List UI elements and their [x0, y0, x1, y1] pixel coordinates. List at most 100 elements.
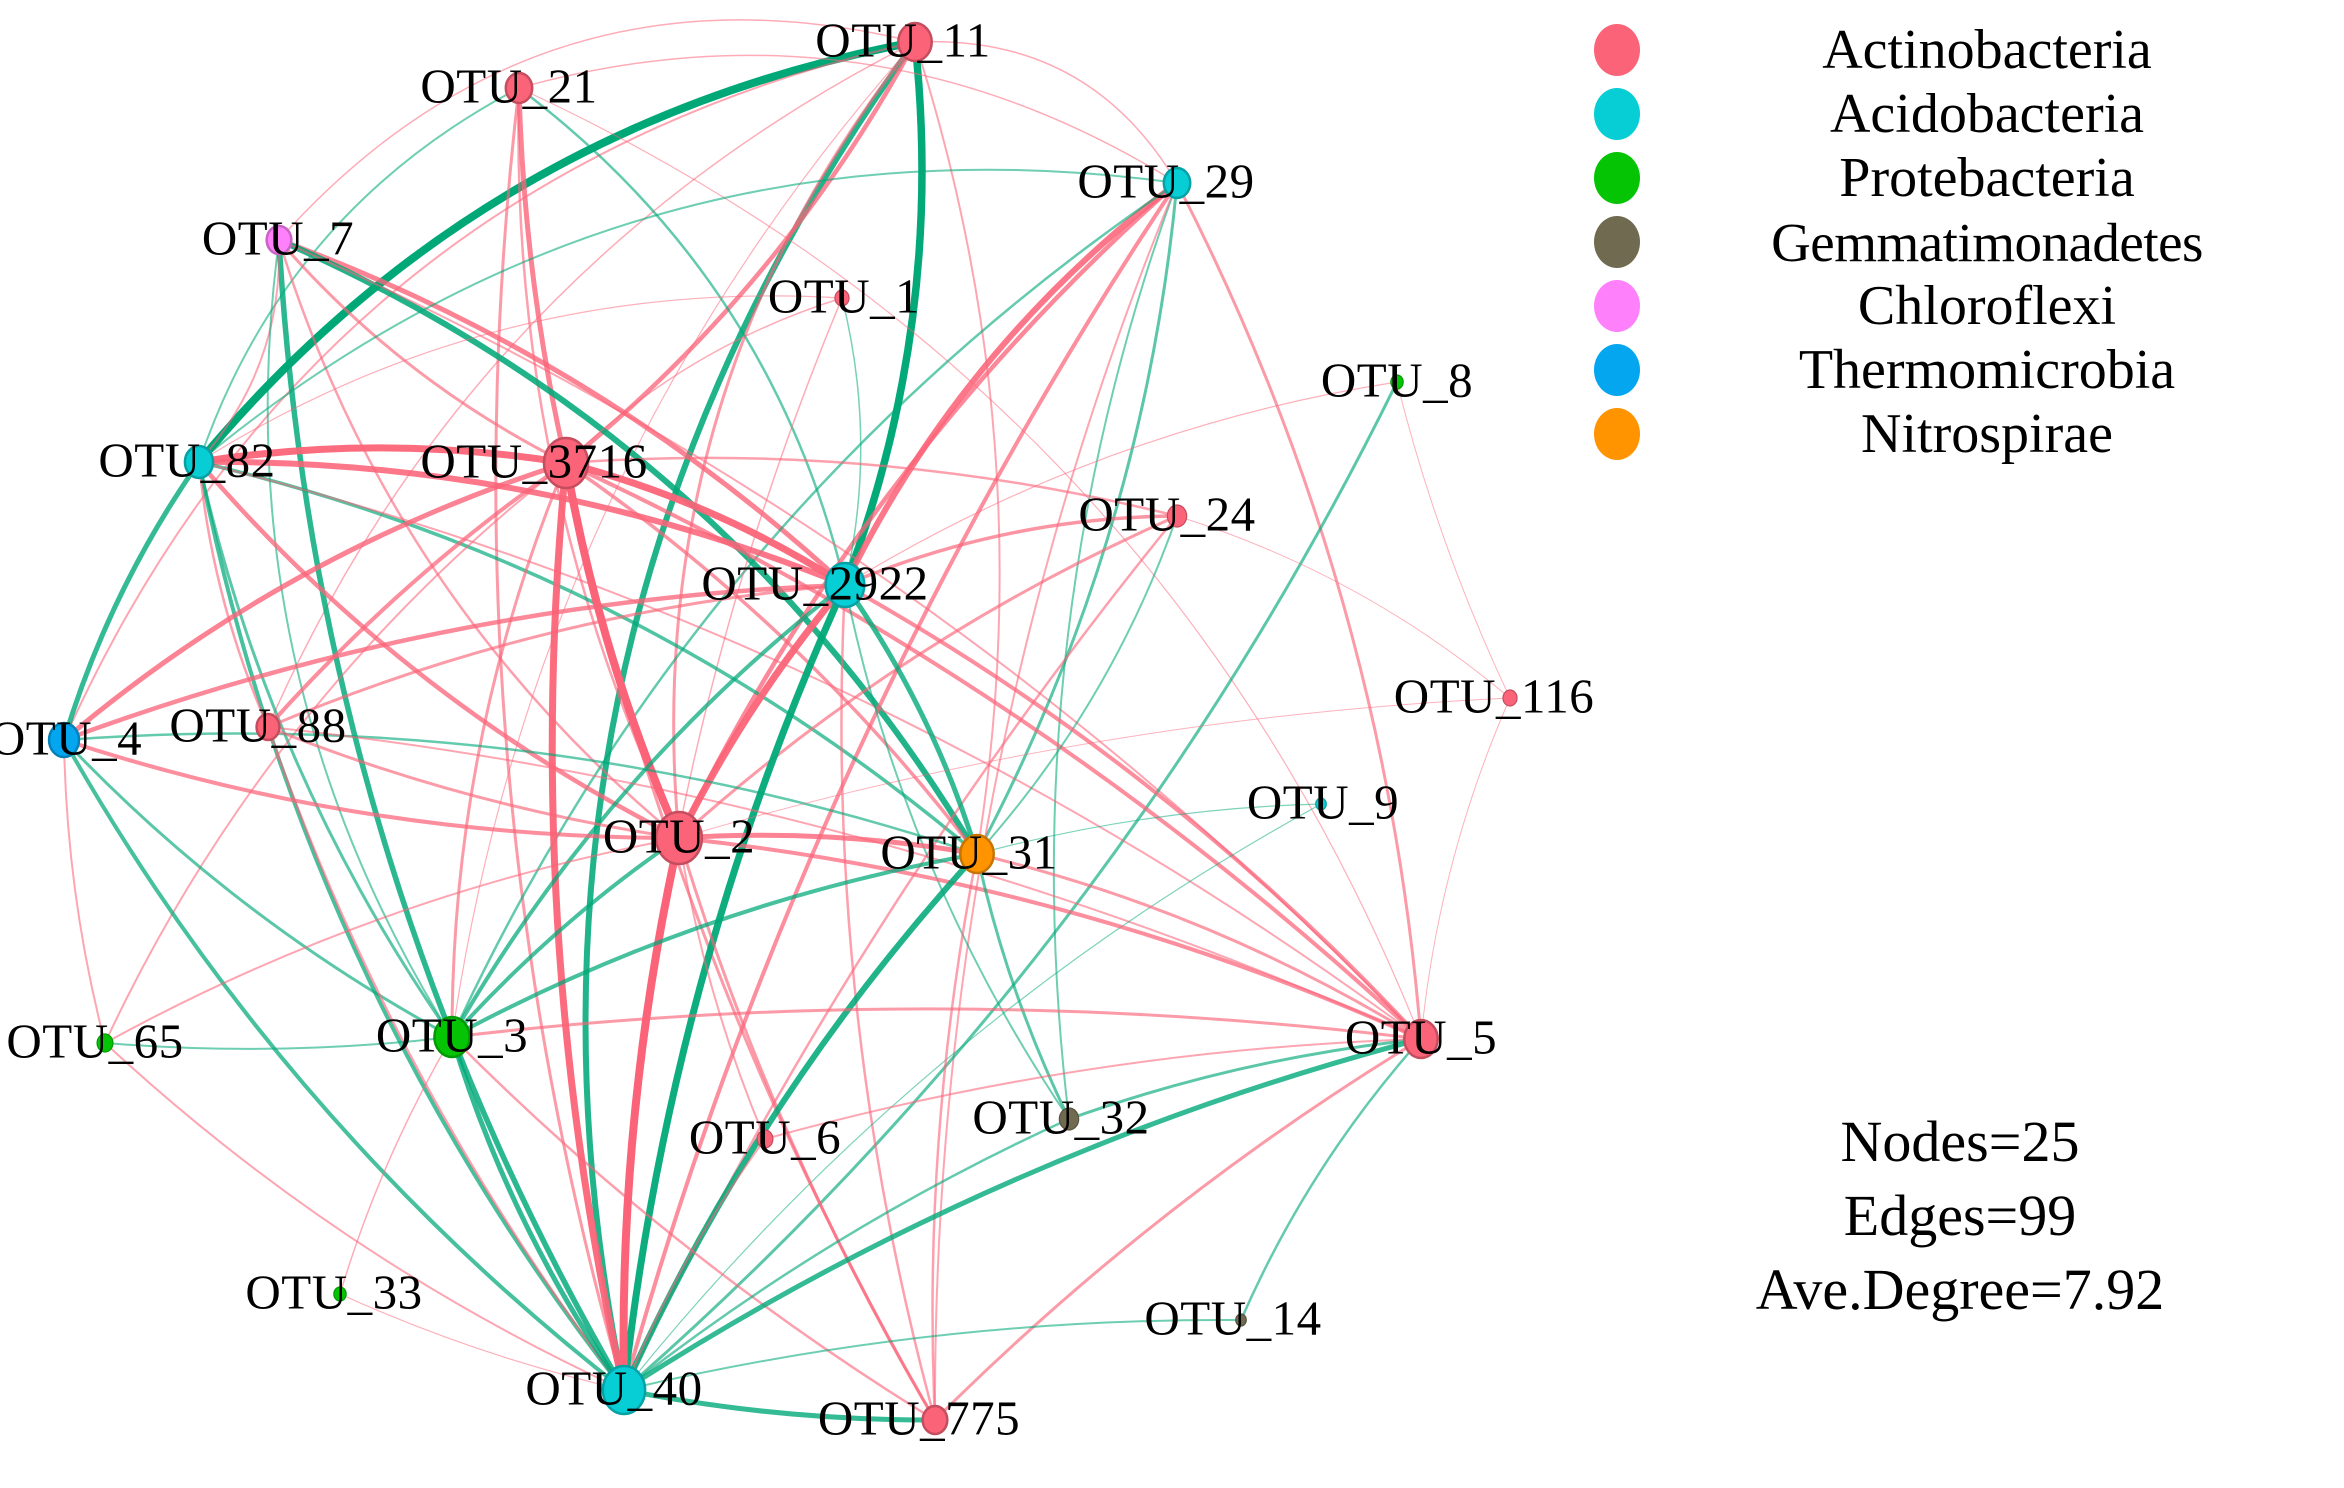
legend-swatch-thermomicrobia — [1594, 344, 1640, 396]
edge-OTU_2922-OTU_2 — [675, 581, 849, 842]
legend-label-thermomicrobia: Thermomicrobia — [1798, 339, 2176, 401]
edge-OTU_116-OTU_2 — [678, 697, 1511, 839]
node-OTU_3716[interactable] — [542, 436, 590, 490]
edge-OTU_29-OTU_40 — [622, 181, 1179, 1392]
edge-OTU_31-OTU_40 — [621, 851, 980, 1393]
edge-OTU_24-OTU_2 — [677, 514, 1179, 840]
edge-OTU_2-OTU_40 — [619, 834, 683, 1394]
edge-OTU_11-OTU_7 — [278, 19, 916, 241]
edge-OTU_3716-OTU_3 — [450, 461, 568, 1039]
edge-OTU_40-OTU_775 — [621, 1387, 938, 1423]
node-OTU_775[interactable] — [921, 1404, 949, 1436]
node-OTU_8[interactable] — [1390, 374, 1404, 390]
edge-OTU_11-OTU_4 — [63, 41, 916, 741]
edge-OTU_2922-OTU_5 — [843, 583, 1423, 1041]
legend-item-nitrospirae: Nitrospirae — [1580, 402, 2340, 466]
edge-OTU_33-OTU_40 — [339, 1293, 625, 1391]
node-OTU_14[interactable] — [1235, 1313, 1247, 1327]
legend-item-gemmatimonadetes: Gemmatimonadetes — [1580, 210, 2340, 274]
node-OTU_33[interactable] — [333, 1286, 347, 1302]
edge-OTU_2-OTU_31 — [676, 832, 980, 857]
edge-OTU_31-OTU_775 — [931, 852, 979, 1422]
node-OTU_6[interactable] — [756, 1129, 774, 1149]
node-OTU_82[interactable] — [183, 444, 215, 480]
edge-OTU_2922-OTU_88 — [266, 583, 847, 729]
edge-OTU_11-OTU_2922 — [841, 38, 926, 589]
edge-OTU_1-OTU_2922 — [841, 297, 862, 586]
edge-OTU_116-OTU_5 — [1420, 697, 1511, 1040]
stat-average-degree: Ave.Degree=7.92 — [1755, 1257, 2165, 1323]
node-OTU_5[interactable] — [1403, 1018, 1439, 1060]
legend-label-gemmatimonadetes: Gemmatimonadetes — [1771, 211, 2203, 273]
edge-OTU_29-OTU_82 — [198, 168, 1178, 463]
node-OTU_7[interactable] — [265, 224, 293, 256]
legend-label-acidobacteria: Acidobacteria — [1829, 83, 2145, 145]
edge-OTU_9-OTU_31 — [976, 803, 1322, 855]
edge-OTU_1-OTU_3716 — [565, 297, 843, 464]
node-OTU_40[interactable] — [601, 1364, 647, 1416]
node-OTU_3[interactable] — [433, 1015, 471, 1059]
edge-OTU_3716-OTU_88 — [266, 461, 568, 729]
legend-swatch-acidobacteria — [1594, 88, 1640, 140]
edge-OTU_29-OTU_775 — [933, 182, 1178, 1421]
legend: Actinobacteria Acidobacteria Protebacter… — [1580, 18, 2340, 466]
edge-OTU_2-OTU_6 — [678, 837, 766, 1140]
edge-OTU_65-OTU_40 — [104, 1042, 625, 1391]
edge-OTU_32-OTU_40 — [622, 1117, 1071, 1392]
edge-OTU_14-OTU_40 — [623, 1318, 1242, 1391]
edge-OTU_7-OTU_40 — [276, 237, 627, 1393]
edge-OTU_24-OTU_2922 — [843, 514, 1179, 587]
node-OTU_65[interactable] — [96, 1033, 114, 1053]
edge-OTU_2922-OTU_775 — [840, 583, 937, 1422]
edge-OTU_11-OTU_31 — [914, 41, 1001, 855]
node-OTU_21[interactable] — [504, 71, 534, 105]
edge-OTU_21-OTU_82 — [198, 87, 520, 463]
edge-OTU_11-OTU_2 — [672, 40, 917, 840]
edge-OTU_82-OTU_3 — [197, 460, 454, 1039]
node-OTU_4[interactable] — [47, 721, 81, 759]
edge-OTU_82-OTU_3716 — [195, 444, 570, 467]
node-OTU_1[interactable] — [834, 289, 850, 307]
node-OTU_31[interactable] — [959, 833, 995, 875]
edge-OTU_3-OTU_775 — [450, 1035, 937, 1422]
node-OTU_29[interactable] — [1162, 166, 1192, 200]
legend-swatch-actinobacteria — [1594, 24, 1640, 76]
network-canvas — [47, 19, 1518, 1436]
edge-OTU_82-OTU_5 — [198, 461, 1422, 1040]
node-OTU_11[interactable] — [897, 21, 933, 63]
legend-swatch-chloroflexi — [1594, 280, 1640, 332]
node-OTU_2922[interactable] — [824, 561, 866, 609]
edge-OTU_31-OTU_5 — [975, 852, 1423, 1041]
edge-OTU_29-OTU_5 — [1175, 181, 1423, 1041]
node-OTU_116[interactable] — [1502, 689, 1518, 707]
edge-OTU_29-OTU_2922 — [842, 180, 1180, 588]
edge-OTU_3716-OTU_5 — [564, 461, 1423, 1041]
edge-OTU_7-OTU_3 — [266, 239, 453, 1038]
edge-OTU_8-OTU_40 — [622, 380, 1399, 1392]
node-OTU_88[interactable] — [255, 712, 281, 742]
node-OTU_24[interactable] — [1166, 504, 1188, 528]
edge-OTU_3716-OTU_40 — [548, 459, 628, 1394]
edge-OTU_5-OTU_775 — [933, 1037, 1423, 1422]
legend-item-thermomicrobia: Thermomicrobia — [1580, 338, 2340, 402]
edge-OTU_88-OTU_2 — [266, 725, 681, 840]
edge-OTU_9-OTU_40 — [623, 803, 1322, 1391]
node-OTU_32[interactable] — [1058, 1107, 1080, 1131]
legend-item-acidobacteria: Acidobacteria — [1580, 82, 2340, 146]
node-layer — [47, 21, 1518, 1436]
edge-OTU_3716-OTU_31 — [564, 461, 979, 856]
node-OTU_9[interactable] — [1315, 797, 1327, 811]
edge-OTU_21-OTU_2922 — [517, 86, 847, 587]
legend-item-protebacteria: Protebacteria — [1580, 146, 2340, 210]
edge-OTU_3716-OTU_24 — [564, 456, 1179, 518]
node-OTU_2[interactable] — [654, 810, 704, 866]
edge-OTU_4-OTU_2 — [62, 738, 681, 841]
edge-OTU_4-OTU_40 — [62, 738, 626, 1392]
edge-OTU_3-OTU_33 — [339, 1036, 453, 1295]
network-statistics: Nodes=25 Edges=99 Ave.Degree=7.92 — [1580, 1105, 2340, 1328]
edge-OTU_21-OTU_2 — [517, 86, 681, 840]
legend-swatch-gemmatimonadetes — [1594, 216, 1640, 268]
edge-OTU_21-OTU_29 — [518, 54, 1178, 184]
edge-OTU_11-OTU_3716 — [563, 39, 918, 466]
